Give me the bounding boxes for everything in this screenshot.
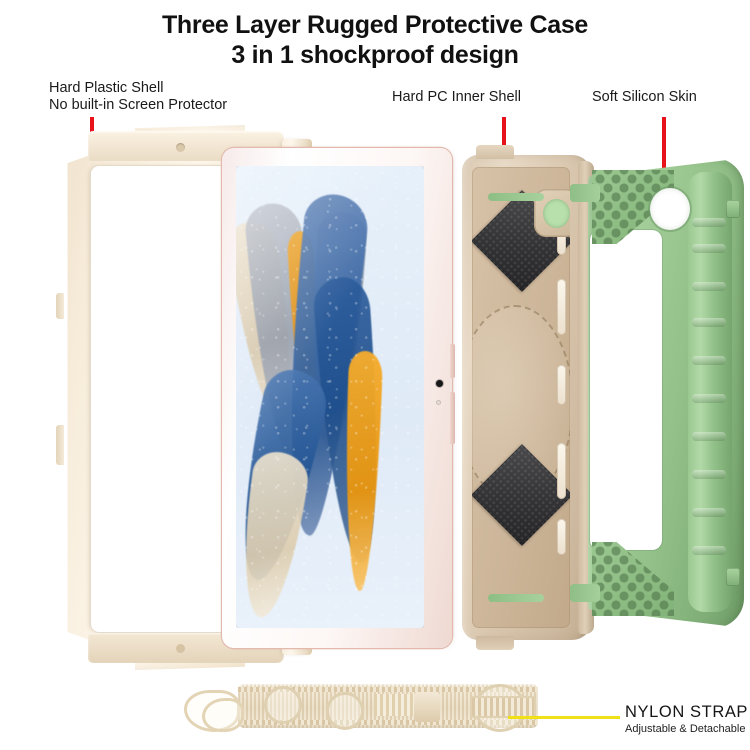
callout-label-hard-plastic-shell-line1: Hard Plastic Shell xyxy=(49,80,164,96)
soft-silicon-skin-layer xyxy=(570,158,744,628)
ambient-sensor-icon xyxy=(436,400,441,405)
shell-frame-side-nub xyxy=(56,293,64,319)
silicon-skin-camera-cutout xyxy=(650,188,690,230)
grip-ridge xyxy=(692,432,726,441)
callout-label-hard-pc-inner-shell: Hard PC Inner Shell xyxy=(392,89,521,105)
grip-ridge xyxy=(692,282,726,291)
pc-shell-bottom-ear xyxy=(476,636,514,650)
silicon-skin-arm xyxy=(570,584,600,602)
strap-ring xyxy=(326,692,364,730)
silicon-skin-port-cover xyxy=(726,200,740,218)
front-camera-icon xyxy=(436,380,443,387)
silicon-skin-port-cover xyxy=(726,568,740,586)
silicon-skin-grip-rail xyxy=(688,172,732,612)
grip-ridge xyxy=(692,546,726,555)
shell-frame-side-nub xyxy=(56,425,64,465)
pc-shell-inner-face xyxy=(472,167,570,628)
wallpaper-spray-texture xyxy=(236,166,424,628)
strap-loop xyxy=(202,698,244,732)
tablet-layer xyxy=(222,148,455,648)
pc-shell-vent-slot xyxy=(557,519,566,555)
nylon-strap-subtitle: Adjustable & Detachable xyxy=(625,723,746,735)
page-title: Three Layer Rugged Protective Case 3 in … xyxy=(0,10,750,70)
hard-pc-inner-shell-layer xyxy=(462,145,601,650)
title-line-1: Three Layer Rugged Protective Case xyxy=(161,11,589,39)
pc-shell-vent-slot xyxy=(557,443,566,499)
callout-label-hard-plastic-shell-line2: No built-in Screen Protector xyxy=(49,97,228,113)
silicon-skin-arm xyxy=(570,184,600,202)
nylon-strap-layer xyxy=(178,676,578,738)
pc-shell-vent-slot xyxy=(557,365,566,405)
tablet-screen xyxy=(236,166,424,628)
screen-glare xyxy=(236,166,424,628)
pc-shell-vent-slot xyxy=(557,279,566,335)
grip-ridge xyxy=(692,356,726,365)
pointer-soft-silicon-skin xyxy=(662,117,666,177)
nylon-strap-label: NYLON STRAP Adjustable & Detachable xyxy=(625,703,748,736)
pc-shell-vent-slot xyxy=(557,219,566,255)
strap-clip xyxy=(414,692,440,722)
tablet-power-button xyxy=(450,344,455,378)
pc-shell-green-tab xyxy=(488,193,544,201)
grip-ridge xyxy=(692,244,726,253)
pc-shell-top-ear xyxy=(476,145,514,159)
strap-buckle xyxy=(470,696,536,718)
pointer-nylon-strap xyxy=(508,716,620,719)
title-line-2: 3 in 1 shockproof design xyxy=(231,41,519,69)
strap-ring xyxy=(264,686,302,724)
grip-ridge xyxy=(692,470,726,479)
grip-ridge xyxy=(692,218,726,227)
pc-shell-green-tab xyxy=(488,594,544,602)
grip-ridge xyxy=(692,394,726,403)
callout-label-soft-silicon-skin: Soft Silicon Skin xyxy=(592,89,697,105)
grip-ridge xyxy=(692,508,726,517)
grip-ridge xyxy=(692,318,726,327)
tablet-volume-button xyxy=(450,392,455,444)
silicon-skin-opening xyxy=(590,230,662,550)
nylon-strap-title: NYLON STRAP xyxy=(625,703,749,721)
tablet-wallpaper xyxy=(236,166,424,628)
